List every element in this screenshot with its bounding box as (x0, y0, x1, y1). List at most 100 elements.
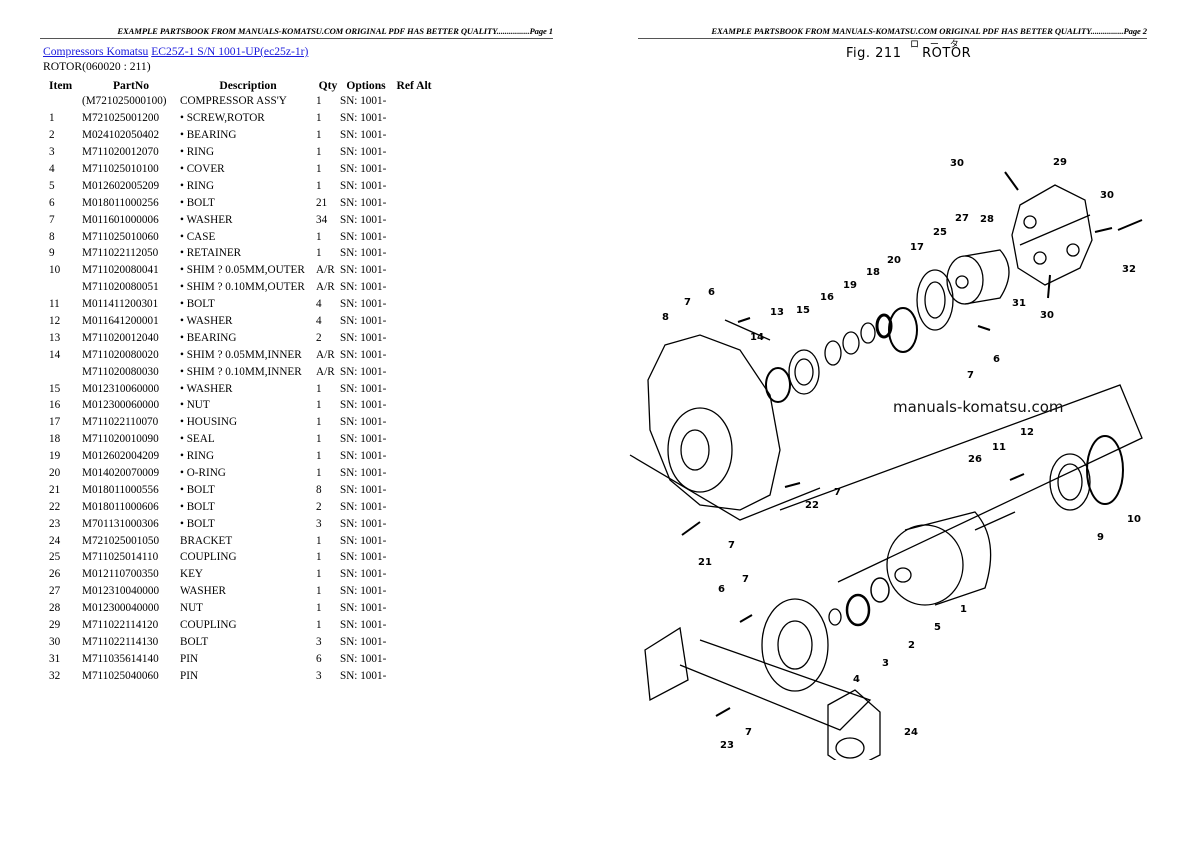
svg-text:5: 5 (934, 622, 941, 633)
refalt-cell (392, 617, 436, 634)
breadcrumb: Compressors Komatsu EC25Z-1 S/N 1001-UP(… (43, 45, 308, 58)
qty-cell: 1 (316, 534, 322, 547)
partno-cell: M012110700350 (82, 568, 159, 581)
item-cell: 15 (49, 382, 61, 395)
watermark-text: manuals-komatsu.com (893, 398, 1064, 416)
svg-text:7: 7 (967, 370, 974, 381)
options-cell: SN: 1001- (340, 179, 387, 192)
description-cell: • BOLT (180, 196, 215, 209)
refalt-cell (392, 481, 436, 498)
partno-cell: M711035614140 (82, 652, 159, 665)
options-cell: SN: 1001- (340, 517, 387, 530)
svg-text:13: 13 (770, 307, 784, 318)
qty-cell: A/R (316, 348, 335, 361)
qty-cell: 1 (316, 129, 322, 142)
page-header-right: EXAMPLE PARTSBOOK FROM MANUALS-KOMATSU.C… (638, 26, 1147, 39)
partno-cell: M721025001200 (82, 112, 160, 125)
qty-cell: 1 (316, 179, 322, 192)
item-cell: 10 (49, 264, 61, 277)
item-cell: 1 (49, 112, 55, 125)
svg-text:23: 23 (720, 740, 734, 751)
svg-text:6: 6 (718, 584, 725, 595)
partno-cell: M012300040000 (82, 602, 160, 615)
svg-text:24: 24 (904, 727, 918, 738)
options-cell: SN: 1001- (340, 669, 387, 682)
breadcrumb-link-category[interactable]: Compressors Komatsu (43, 45, 149, 58)
item-cell: 6 (49, 196, 55, 209)
description-cell: • RING (180, 179, 215, 192)
partno-cell: M701131000306 (82, 517, 159, 530)
svg-text:31: 31 (1012, 298, 1026, 309)
refalt-cell (392, 194, 436, 211)
options-cell: SN: 1001- (340, 619, 387, 632)
partno-cell: M011601000006 (82, 213, 159, 226)
item-cell: 26 (49, 568, 61, 581)
col-header-qty: Qty (318, 78, 338, 92)
description-cell: • SHIM ? 0.10MM,OUTER (180, 281, 305, 294)
col-header-description: Description (219, 78, 277, 92)
qty-cell: A/R (316, 281, 335, 294)
qty-cell: 3 (316, 669, 322, 682)
qty-cell: 1 (316, 619, 322, 632)
breadcrumb-link-model[interactable]: EC25Z-1 S/N 1001-UP(ec25z-1r) (151, 45, 309, 58)
item-cell: 21 (49, 483, 61, 496)
options-cell: SN: 1001- (340, 129, 387, 142)
refalt-cell (392, 262, 436, 279)
refalt-cell (392, 414, 436, 431)
svg-text:20: 20 (887, 255, 901, 266)
description-cell: • HOUSING (180, 416, 238, 429)
refalt-cell (392, 667, 436, 684)
partno-cell: M711025014110 (82, 551, 159, 564)
description-cell: KEY (180, 568, 203, 581)
qty-cell: A/R (316, 264, 335, 277)
qty-cell: 21 (316, 196, 328, 209)
col-header-refalt: Ref Alt (396, 78, 432, 92)
svg-text:3: 3 (882, 658, 889, 669)
description-cell: WASHER (180, 585, 226, 598)
item-cell: 11 (49, 298, 60, 311)
svg-text:4: 4 (853, 674, 860, 685)
item-cell: 12 (49, 315, 61, 328)
options-cell: SN: 1001- (340, 467, 387, 480)
refalt-cell (392, 566, 436, 583)
partno-cell: M012602004209 (82, 450, 160, 463)
description-cell: • BEARING (180, 331, 237, 344)
description-cell: • BOLT (180, 483, 215, 496)
svg-text:22: 22 (805, 500, 819, 511)
qty-cell: 1 (316, 230, 322, 243)
refalt-cell (392, 329, 436, 346)
item-cell: 8 (49, 230, 55, 243)
partno-cell: M012310060000 (82, 382, 160, 395)
col-header-partno: PartNo (112, 78, 150, 92)
item-cell: 31 (49, 652, 61, 665)
item-cell (44, 363, 82, 380)
item-cell: 27 (49, 585, 61, 598)
options-cell: SN: 1001- (340, 365, 387, 378)
options-cell: SN: 1001- (340, 500, 387, 513)
svg-text:32: 32 (1122, 264, 1136, 275)
item-cell: 20 (49, 467, 61, 480)
description-cell: • WASHER (180, 382, 233, 395)
svg-text:26: 26 (968, 454, 982, 465)
options-cell: SN: 1001- (340, 399, 387, 412)
qty-cell: 3 (316, 517, 322, 530)
partno-cell: M011641200001 (82, 315, 159, 328)
qty-cell: 1 (316, 585, 322, 598)
partno-cell: M711020080030 (82, 365, 159, 378)
section-title: ROTOR(060020 : 211) (43, 60, 151, 73)
svg-text:9: 9 (1097, 532, 1104, 543)
options-cell: SN: 1001- (340, 551, 387, 564)
svg-text:17: 17 (910, 242, 924, 253)
item-cell: 28 (49, 602, 61, 615)
options-cell: SN: 1001- (340, 281, 387, 294)
